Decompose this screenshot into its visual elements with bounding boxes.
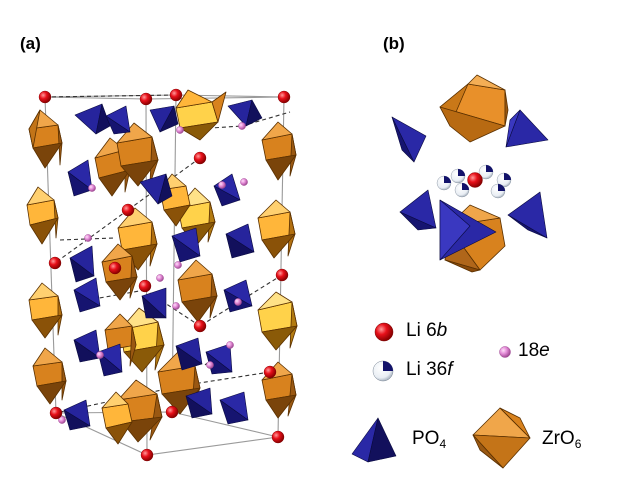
zro6-octahedron bbox=[28, 109, 63, 169]
zro6-octahedron bbox=[28, 282, 63, 339]
po4-tetrahedron bbox=[391, 116, 427, 163]
legend bbox=[351, 322, 531, 469]
panel-label-b: (b) bbox=[383, 34, 405, 53]
po4-tetrahedron bbox=[149, 105, 179, 133]
zro6-octahedra bbox=[26, 89, 298, 445]
po4-tetrahedron bbox=[175, 337, 203, 371]
zro6-octahedron bbox=[104, 313, 137, 367]
zro6-octahedron bbox=[159, 173, 191, 227]
li-36f-atom bbox=[450, 168, 466, 184]
po4-tetrahedron bbox=[399, 189, 437, 231]
zro6-octahedron bbox=[257, 199, 296, 259]
po4-tetrahedron bbox=[185, 387, 213, 419]
legend-li6b-label: Li 6b bbox=[406, 320, 448, 341]
legend-li36f-label: Li 36f bbox=[406, 359, 453, 380]
panel-label-a: (a) bbox=[20, 34, 41, 53]
legend-po4-label: PO4 bbox=[412, 428, 447, 451]
po4-tetrahedron bbox=[141, 287, 167, 319]
li-36f-atom bbox=[454, 182, 470, 198]
legend-18e-label: 18e bbox=[518, 340, 550, 361]
legend-po4-marker bbox=[351, 417, 397, 463]
zro6-octahedron bbox=[101, 391, 133, 445]
po4-tetrahedra bbox=[63, 99, 263, 431]
zro6-octahedron bbox=[26, 186, 59, 245]
li-6b-center-atom bbox=[467, 172, 483, 188]
po4-tetrahedron bbox=[73, 329, 101, 363]
zro6-octahedron bbox=[261, 361, 297, 419]
po4-tetrahedron bbox=[507, 191, 548, 239]
legend-18e-marker bbox=[499, 346, 511, 358]
unit-cell-panel-a bbox=[26, 88, 298, 462]
po4-tetrahedron bbox=[505, 109, 549, 148]
po4-tetrahedron bbox=[227, 99, 263, 127]
li-6b-atoms bbox=[38, 88, 291, 462]
li-36f-atom bbox=[436, 175, 452, 191]
po4-tetrahedron bbox=[105, 105, 131, 135]
po4-tetrahedron bbox=[171, 227, 201, 263]
legend-zro6-marker bbox=[472, 407, 531, 469]
zro6-octahedron bbox=[261, 121, 297, 181]
zro6-octahedron bbox=[117, 207, 158, 271]
po4-tetrahedron bbox=[63, 399, 91, 431]
li-36f-ring bbox=[436, 164, 512, 199]
po4-tetrahedron bbox=[225, 223, 255, 259]
legend-zro6-label: ZrO6 bbox=[542, 428, 582, 451]
po4-tetrahedron bbox=[74, 103, 111, 135]
po4-tetrahedron bbox=[139, 173, 173, 205]
zro6-octahedron bbox=[257, 291, 298, 351]
po4-tetrahedron bbox=[219, 391, 249, 425]
po4-tetrahedron bbox=[69, 245, 95, 283]
legend-li36f-marker bbox=[372, 360, 394, 382]
po4-tetrahedron bbox=[205, 343, 233, 375]
zro6-octahedron bbox=[177, 259, 218, 323]
li-36f-atom bbox=[496, 172, 512, 188]
po4-tetrahedron bbox=[97, 343, 123, 377]
po4-tetrahedron bbox=[73, 277, 101, 313]
legend-li6b-marker bbox=[374, 322, 394, 342]
po4-tetrahedron bbox=[213, 173, 241, 207]
site-18e-atoms bbox=[58, 122, 248, 424]
local-environment-panel-b bbox=[391, 74, 549, 273]
zro6-octahedron bbox=[32, 347, 67, 405]
zro6-octahedron bbox=[116, 122, 159, 187]
po4-tetrahedron bbox=[223, 279, 253, 313]
zro6-octahedron-top bbox=[439, 74, 509, 143]
li-36f-atom bbox=[490, 183, 506, 199]
li-36f-atom bbox=[478, 164, 494, 180]
po4-tetrahedra-panel-b bbox=[391, 109, 549, 261]
po4-tetrahedron bbox=[67, 159, 93, 197]
zro6-octahedron bbox=[175, 89, 227, 141]
po4-tetrahedron bbox=[439, 199, 497, 261]
